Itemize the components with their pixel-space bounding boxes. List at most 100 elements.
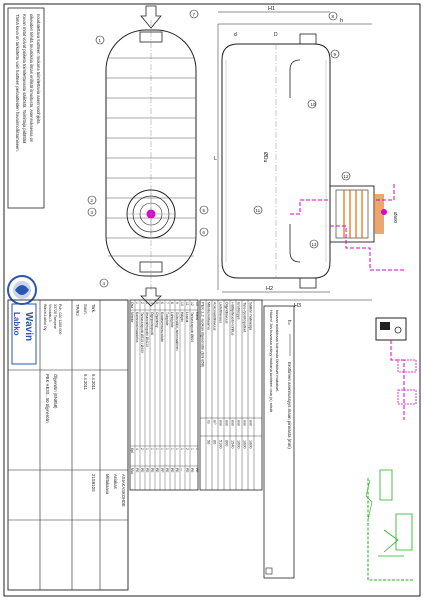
spec-row-3-label: Öljyntilavuus	[225, 302, 229, 324]
spec-row-4-value: 1540	[231, 440, 235, 448]
install-note-line-1: Huom! Jos kuvassa näkyy mukana tuotteen …	[269, 310, 274, 413]
parts-row-11-col-3: PE	[190, 468, 194, 473]
parts-row-12-col-1: Kansi	[195, 312, 199, 321]
balloon-9: 9	[334, 52, 337, 57]
dim-d: d	[234, 32, 237, 38]
parts-row-6-col-1: Tuloyhde	[165, 312, 169, 326]
tank-top-view	[105, 5, 197, 307]
parts-row-11-col-2: 1	[190, 448, 194, 450]
parts-row-3-col-2: 1	[150, 448, 154, 450]
contact-line-1: Wavin-Labko Oy	[43, 304, 47, 331]
customer-label: Asiakas	[113, 474, 118, 489]
company-logo-labko: Labko	[12, 312, 21, 336]
dim-ODu: ØDu	[262, 152, 268, 163]
scale-label: Mittakaava	[105, 474, 110, 495]
spec-row-4-unit: mm	[231, 420, 235, 426]
parts-header-mat: Mat.	[130, 468, 134, 475]
green-hatch	[365, 469, 414, 581]
parts-row-6-col-3: PE	[165, 468, 169, 473]
parts-row-9-col-0: 10	[180, 302, 184, 306]
product-title: PEK HE3S...50 öljynerotin	[45, 374, 50, 424]
parts-row-9-col-3: —	[180, 468, 184, 472]
drawn-label: Suun.	[83, 304, 88, 315]
parts-row-10-col-3: PE	[185, 468, 189, 473]
spec-row-2-unit: mm	[219, 420, 223, 426]
spec-row-7-value: 1600	[249, 440, 253, 448]
spec-row-5-value: 1600	[237, 440, 241, 448]
parts-row-4-col-3: PE	[155, 468, 159, 473]
tank-side-view: H1 h D d ØDu L Ø500	[214, 6, 404, 309]
parts-row-1-col-0: 2	[140, 302, 144, 304]
parts-row-2-col-0: 3	[145, 302, 149, 304]
checkbox-icon[interactable]	[265, 567, 273, 575]
install-note-line-2: kuvaan asiakkaan toimesta lähtöiset muka…	[275, 310, 280, 393]
dim-H1: H1	[268, 6, 275, 12]
parts-row-7-col-3: PE	[170, 468, 174, 473]
note-line-3: oikeuden tehdä muutoksia ilman erillistä…	[29, 14, 34, 143]
balloon-10: 10	[311, 102, 317, 107]
parts-row-0-col-0: 1	[135, 302, 139, 304]
spec-row-2-value: 5100	[219, 440, 223, 448]
parts-header-name: Nimike	[130, 312, 134, 322]
balloon-7: 7	[193, 12, 196, 17]
parts-row-8-col-0: 9	[175, 302, 179, 304]
parts-row-6-col-2: 1	[165, 448, 169, 450]
customer-value: ASIAKASKOHDE	[121, 474, 126, 507]
sheet-border	[3, 3, 421, 597]
install-note: Huom! Jos kuvassa näkyy mukana tuotteen …	[263, 305, 295, 579]
parts-row-2-col-2: 1	[145, 448, 149, 450]
parts-row-9-col-2: 1	[180, 448, 184, 450]
note-line-1: Tämä kuva on tarkoitettu vain tuotteen p…	[15, 14, 20, 152]
parts-row-6-col-0: 7	[165, 302, 169, 304]
dim-H2: H2	[266, 286, 273, 292]
spec-table: PEK 1,2 -luokan öljynerotin (EN 858) Mit…	[199, 299, 263, 491]
parts-row-3-col-1: Öljynpoistoputki	[150, 312, 154, 336]
parts-row-0-col-2: 4	[135, 448, 139, 450]
parts-row-8-col-2: 1	[175, 448, 179, 450]
parts-row-0-col-3: PE	[135, 468, 139, 473]
balloon-2: 2	[91, 198, 94, 203]
parts-row-12-col-2: 1	[195, 448, 199, 450]
depth-label: h=	[287, 320, 292, 325]
alarm-unit	[375, 317, 417, 420]
parts-row-1-col-1: Tarkastusputki Ø315 / Ø400	[140, 312, 144, 353]
date-drawn: 5.4.2011	[83, 374, 88, 391]
spec-row-7-unit: mm	[249, 420, 253, 426]
revision-code: TP/RJ	[75, 304, 80, 316]
note-line-4: noudatettava tuotteen mukana toimitettav…	[36, 14, 41, 125]
dim-d500: Ø500	[393, 212, 398, 224]
dim-L: L	[214, 156, 217, 162]
parts-row-0-col-1: Kansistos/maadoitus	[135, 312, 139, 343]
contact-line-2: Visiokatu 3	[48, 304, 52, 322]
parts-row-8-col-1: Sulkusäiliö, automaattinen	[175, 312, 179, 351]
spec-row-6-unit: mm	[243, 420, 247, 426]
spec-row-6-label: Tulo-/poistoputket	[243, 302, 247, 333]
inflow-arrow-icon	[140, 5, 162, 29]
contact-line-4: Puh. 020 1285 000	[58, 304, 62, 334]
spec-row-1-label: Kokonaistilavuus	[213, 302, 217, 331]
spec-row-2-label: Lietetilavuus	[219, 302, 223, 323]
parts-row-7-col-2: 1	[170, 448, 174, 450]
parts-row-5-col-0: 6	[160, 302, 164, 304]
balloon-4: 4	[103, 281, 106, 286]
dim-h: h	[340, 18, 343, 24]
dim-H3: H3	[294, 303, 301, 309]
balloon-13: 13	[312, 242, 318, 247]
parts-row-4-col-1: Ohjainlevy	[155, 312, 159, 328]
balloon-12: 12	[344, 174, 350, 179]
spec-row-0-label: Mitoitusvirtaama	[207, 302, 211, 331]
spec-row-5-unit: mm	[237, 420, 241, 426]
left-balloons: 1 7 2 3 4 5 6	[87, 9, 209, 288]
manhole-tower	[329, 185, 375, 243]
parts-row-5-col-2: 1	[160, 448, 164, 450]
spec-row-6-value: 1600	[243, 440, 247, 448]
parts-row-5-col-3: PP	[160, 468, 164, 473]
date-approved: 5.4.2011	[91, 374, 96, 391]
note-line-2: Kuvan mitat voivat poiketa toimitettavas…	[22, 14, 27, 144]
parts-row-1-col-2: 2	[140, 448, 144, 450]
spec-row-0-value: 50	[207, 440, 211, 444]
balloon-1: 1	[99, 38, 102, 43]
drawing-number: 21SB10S	[91, 474, 96, 492]
spec-row-0-unit: l/s	[207, 420, 211, 424]
parts-row-10-col-2: 2	[185, 448, 189, 450]
